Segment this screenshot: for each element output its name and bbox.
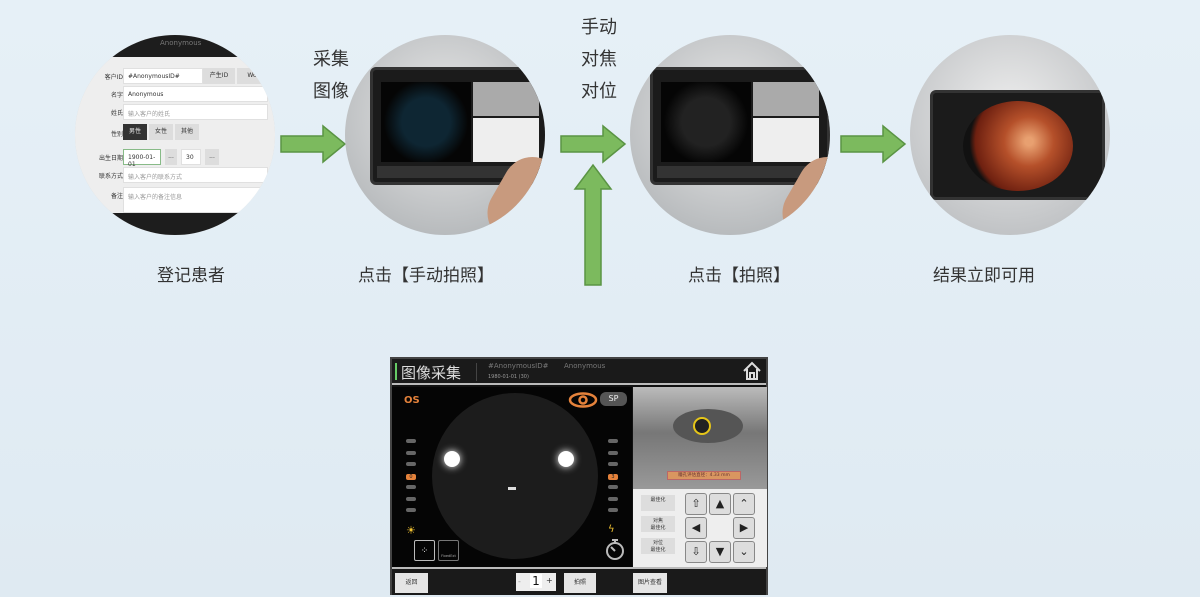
gender-male[interactable]: 男性 [123,124,147,140]
fixation-ext-button[interactable]: FixedExt [438,540,459,561]
client-id-field[interactable]: #AnonymousID# [123,68,203,84]
flash-level-indicator[interactable] [608,485,618,489]
result-image [910,35,1110,235]
name-field[interactable]: Anonymous [123,86,268,102]
eye-side-label: OS [404,395,420,406]
gallery-button[interactable]: 图片查看 [633,573,667,593]
birthdate-field[interactable]: 1900-01-01 [123,149,161,168]
decrement-button[interactable]: - [518,577,521,586]
brightness-level-indicator[interactable] [406,508,416,512]
home-icon[interactable] [742,361,762,381]
brightness-level-indicator[interactable] [406,450,416,455]
field-label: 姓氏 [110,110,123,117]
side-label-line: 图像 [313,81,349,102]
brightness-level-indicator[interactable] [406,439,416,443]
alignment-controls: 最佳化 对焦 最佳化 对位 最佳化 ⇧ ▲ ⌃ ◀ ▶ ⇩ ▼ ⌄ [633,489,767,567]
left-arrow-button[interactable]: ◀ [685,517,707,539]
step-label-capture: 点击【拍照】 [688,266,790,286]
screen-footer: 返回 - 1 + 拍照 图片查看 [392,567,766,595]
flash-level-indicator[interactable] [608,508,618,512]
brightness-level-indicator[interactable] [406,496,416,501]
surname-field[interactable]: 输入客户的姓氏 [123,104,268,120]
arrow-right-2 [560,124,627,164]
arrow-right-1 [280,124,347,164]
timer-icon[interactable] [604,537,626,561]
brightness-icon: ☀ [406,524,416,537]
capture-device-image-1 [345,35,545,235]
flash-level-indicator[interactable] [608,450,618,455]
capture-button[interactable]: 拍照 [564,573,596,593]
date-picker-button[interactable]: ... [165,149,177,165]
field-label: 客户ID [104,74,123,81]
flash-level-indicator[interactable] [608,462,618,466]
move-forward-button[interactable]: ⇧ [685,493,707,515]
mode-badge[interactable]: SP [600,392,627,406]
field-label: 联系方式 [98,173,123,180]
focus-optimize-button[interactable]: 对焦 最佳化 [641,516,675,532]
side-label-line: 手动 [581,17,617,38]
flash-level-indicator[interactable] [608,439,618,443]
down-arrow-button[interactable]: ▼ [709,541,731,563]
gender-female[interactable]: 女性 [149,124,173,140]
side-label-line: 对焦 [581,49,617,70]
screen-title: 图像采集 [401,364,462,382]
right-arrow-button[interactable]: ▶ [733,517,755,539]
field-label: 出生日期 [98,155,123,162]
header-name: Anonymous [160,39,202,47]
tilt-down-button[interactable]: ⌄ [733,541,755,563]
patient-birth: 1980-01-01 (30) [488,374,529,380]
arrow-up [573,163,613,286]
flash-icon: ϟ [608,524,615,535]
brightness-level-indicator[interactable] [406,485,416,489]
arrow-right-3 [840,124,907,164]
side-label-line: 采集 [313,49,349,70]
side-label-line: 对位 [581,81,617,102]
move-back-button[interactable]: ⇩ [685,541,707,563]
id-button-2[interactable]: Wo [237,68,267,84]
brightness-level-indicator[interactable]: 0 [406,473,416,480]
tilt-up-button[interactable]: ⌃ [733,493,755,515]
flash-level-indicator[interactable]: 3 [608,473,618,480]
side-label-focus: 手动对焦对位 [581,12,617,108]
age-field[interactable]: 30 [181,149,201,165]
fixation-label: FixedExt [441,554,456,558]
align-optimize-button[interactable]: 对位 最佳化 [641,538,675,554]
field-label: 备注 [110,193,123,200]
optimize-button[interactable]: 最佳化 [641,495,675,511]
patient-id: #AnonymousID# [488,362,549,370]
field-label: 名字 [110,92,123,99]
age-button[interactable]: ... [205,149,219,165]
generate-id-button[interactable]: 产生ID [203,68,235,84]
notes-field[interactable]: 输入客户的备注信息 [123,187,268,213]
side-label-capture: 采集图像 [313,44,349,108]
up-arrow-button[interactable]: ▲ [709,493,731,515]
pupil-diameter-readout: 瞳孔评估直径：4.33 mm [667,471,741,480]
step-label-manual-capture: 点击【手动拍照】 [358,266,494,286]
increment-button[interactable]: + [546,576,553,585]
eye-icon[interactable] [568,392,598,408]
patient-name: Anonymous [564,362,606,370]
step-label-result: 结果立即可用 [933,266,1035,286]
capture-device-image-2 [630,35,830,235]
brightness-level-indicator[interactable] [406,462,416,466]
contact-field[interactable]: 输入客户的联系方式 [123,167,268,183]
fundus-view: OS SP ☀ ϟ ⁘ FixedExt 0 3 [392,387,632,567]
gender-other[interactable]: 其他 [175,124,199,140]
field-label: 性别 [110,131,123,138]
step-label-register: 登记患者 [157,266,225,286]
capture-count[interactable]: 1 [530,574,542,588]
back-button[interactable]: 返回 [395,573,428,593]
screen-header: 图像采集 #AnonymousID# Anonymous 1980-01-01 … [392,359,766,385]
flash-level-indicator[interactable] [608,496,618,501]
anterior-eye-view: 瞳孔评估直径：4.33 mm [633,387,767,489]
fixation-pattern-button[interactable]: ⁘ [414,540,435,561]
capture-screen: 图像采集 #AnonymousID# Anonymous 1980-01-01 … [390,357,768,595]
